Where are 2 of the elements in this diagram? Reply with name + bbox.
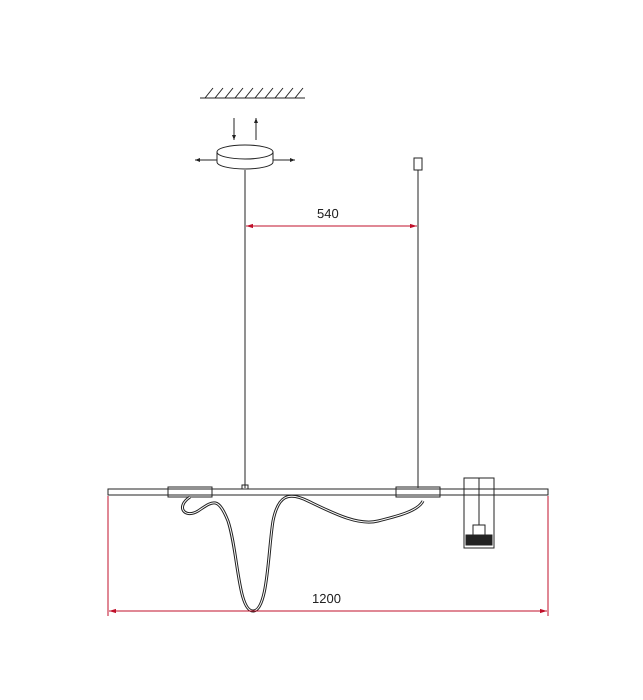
dimension-label: 1200 bbox=[312, 591, 341, 606]
dimension-label: 540 bbox=[317, 206, 339, 221]
